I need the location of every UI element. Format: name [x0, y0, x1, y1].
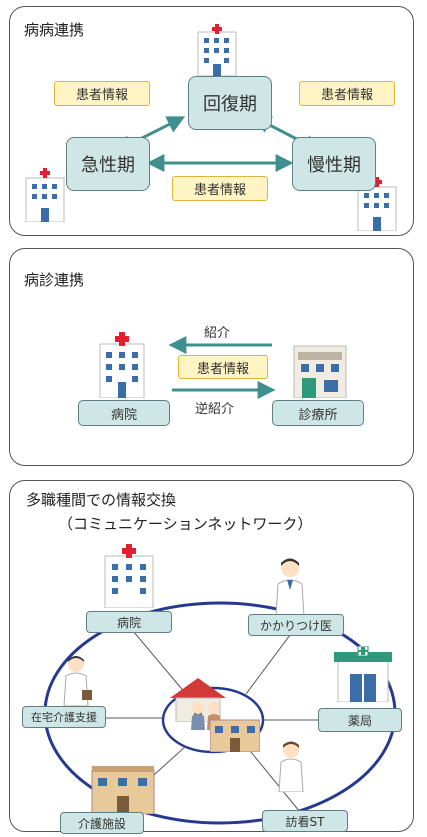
node-recovery: 回復期 — [188, 76, 272, 130]
node-hospital: 病院 — [78, 400, 170, 426]
node-family-doctor: かかりつけ医 — [248, 614, 344, 636]
hospital-icon — [104, 544, 154, 608]
hospital-icon — [357, 177, 397, 231]
hospital-icon — [197, 23, 237, 76]
referral-label: 紹介 — [204, 326, 231, 341]
node-pharmacy: 薬局 — [318, 708, 402, 732]
node-visiting-nurse: 訪看ST — [262, 810, 348, 832]
care-facility-icon — [210, 719, 260, 752]
node-home-care: 在宅介護支援 — [22, 706, 106, 728]
hospital-icon — [25, 168, 65, 222]
clinic-icon — [293, 345, 347, 398]
node-care-facility: 介護施設 — [60, 812, 144, 834]
reverse-referral-label: 逆紹介 — [195, 402, 235, 417]
patient-info-label: 患者情報 — [172, 176, 268, 201]
node-acute: 急性期 — [66, 137, 150, 191]
caregiver-icon — [63, 656, 92, 706]
section3-subtitle: （コミュニケーションネットワーク） — [58, 515, 313, 533]
section3-title: 多職種間での情報交換 — [26, 491, 177, 509]
node-clinic: 診療所 — [272, 400, 364, 426]
section2-title: 病診連携 — [24, 271, 85, 289]
nurse-icon — [278, 741, 304, 792]
pharmacy-icon — [334, 646, 392, 702]
patient-info-label: 患者情報 — [54, 81, 150, 106]
link-visiting-nurse — [245, 745, 301, 813]
patient-info-label: 患者情報 — [178, 355, 268, 379]
hospital-icon — [99, 332, 145, 398]
node-hospital: 病院 — [86, 611, 172, 633]
doctor-icon — [275, 558, 305, 616]
section1-title: 病病連携 — [24, 21, 85, 39]
link-family-doctor — [245, 626, 297, 695]
patient-info-label: 患者情報 — [299, 81, 395, 106]
node-chronic: 慢性期 — [292, 137, 376, 191]
care-facility-icon — [91, 766, 155, 814]
link-hospital — [127, 624, 187, 695]
